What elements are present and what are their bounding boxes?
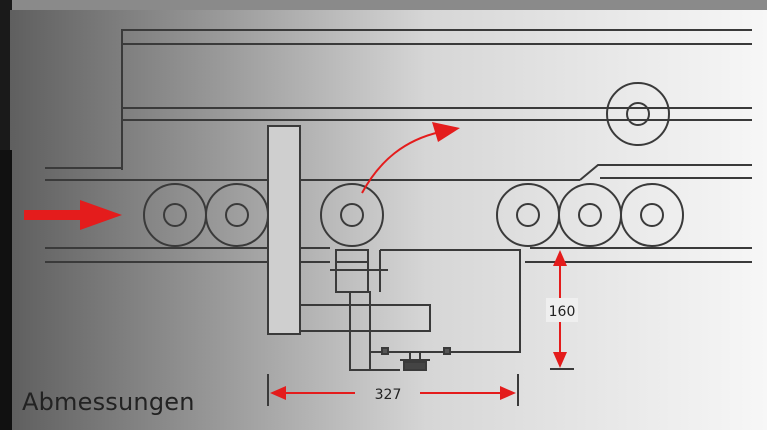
infeed-arrow <box>24 200 122 230</box>
right-rail-step <box>579 164 752 181</box>
frame-left-dark <box>0 150 12 430</box>
eject-arrow <box>361 122 460 194</box>
width-dimension-value: 327 <box>375 387 402 403</box>
horizontal-arm <box>299 304 431 332</box>
vertical-plate <box>267 125 301 335</box>
roller-3 <box>320 183 384 247</box>
lower-box <box>369 249 521 353</box>
background-panel <box>10 10 767 430</box>
upper-housing-outline <box>121 29 752 170</box>
box-bolt-right <box>443 347 451 355</box>
diagram-caption: Abmessungen <box>22 388 195 416</box>
upper-roller <box>606 82 670 146</box>
adjust-knob <box>400 352 430 371</box>
height-dimension-value: 160 <box>549 304 576 320</box>
width-dimension: 327 <box>267 374 519 406</box>
box-bolt-left <box>381 347 389 355</box>
roller-6 <box>620 183 684 247</box>
height-dimension: 160 <box>546 250 578 370</box>
